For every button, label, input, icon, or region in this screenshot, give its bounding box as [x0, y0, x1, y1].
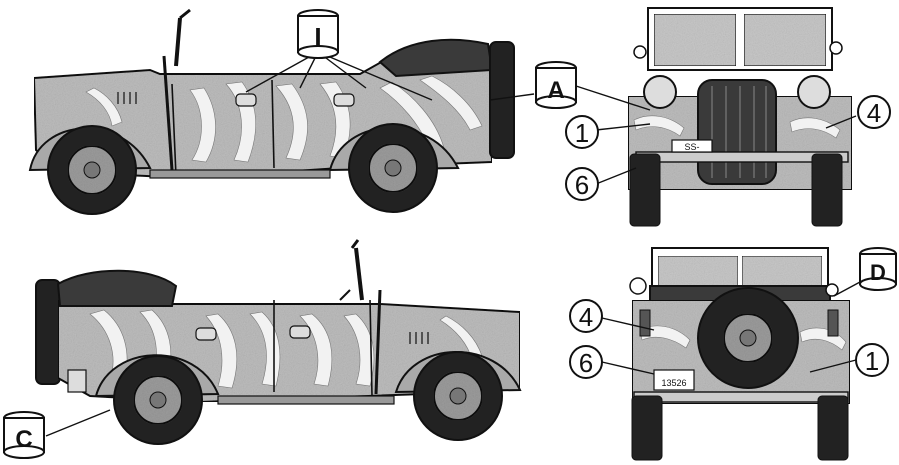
paint-callout-i: I [297, 9, 339, 59]
front-plate-text: SS- [684, 142, 699, 152]
rear-view: 13526 [601, 247, 861, 461]
front-callout-4: 4 [857, 95, 891, 129]
front-callout-6-label: 6 [575, 170, 589, 200]
rear-spare-wheel-2 [35, 279, 61, 385]
front-wheel [47, 125, 137, 215]
side-view-left [28, 8, 535, 215]
rear-callout-4-label: 4 [579, 302, 593, 332]
front-callout-1-label: 1 [575, 118, 589, 148]
paint-callout-d: D [859, 247, 897, 291]
rear-callout-1: 1 [855, 343, 889, 377]
paint-callout-a: A [535, 61, 577, 109]
rear-wheel-2 [113, 355, 203, 445]
front-callout-4-label: 4 [867, 98, 881, 128]
front-callout-6: 6 [565, 167, 599, 201]
rear-callout-6: 6 [569, 345, 603, 379]
paint-label-a: A [547, 77, 564, 104]
rear-plate-text: 13526 [661, 378, 686, 388]
rear-callout-4: 4 [569, 299, 603, 333]
side-view-right [35, 239, 522, 445]
paint-label-d: D [870, 260, 886, 285]
folded-canvas-top-2 [56, 269, 178, 307]
rear-wheel [348, 123, 438, 213]
folded-canvas-top [378, 38, 494, 78]
front-wheel-2 [413, 351, 503, 441]
paint-callout-c: C [3, 411, 45, 459]
paint-label-c: C [15, 426, 32, 453]
rear-callout-1-label: 1 [865, 346, 879, 376]
rear-callout-6-label: 6 [579, 348, 593, 378]
paint-label-i: I [314, 22, 321, 52]
front-callout-1: 1 [565, 115, 599, 149]
front-view: SS- [575, 7, 857, 227]
